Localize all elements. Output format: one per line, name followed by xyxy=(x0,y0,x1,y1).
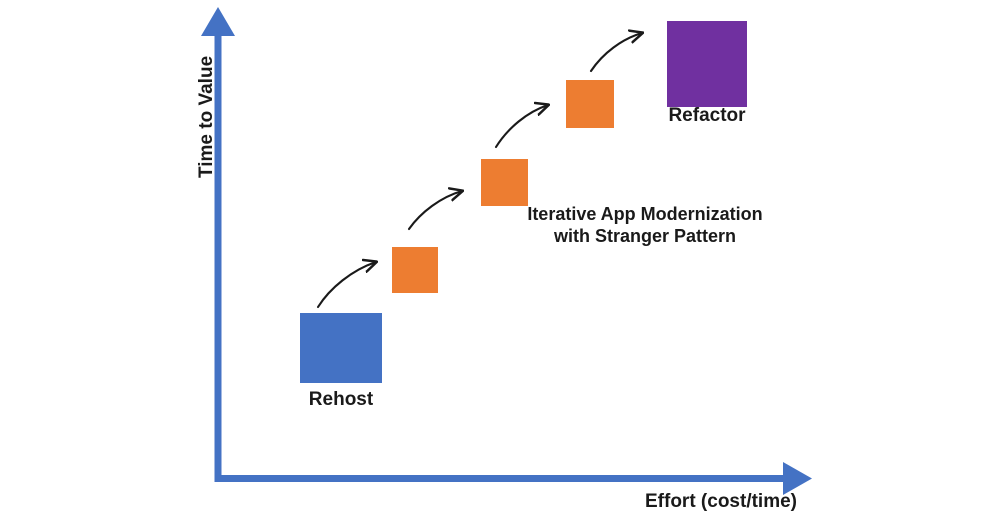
stage-box-rehost[interactable] xyxy=(300,313,382,383)
stage-box-iterative-app-modernization[interactable] xyxy=(481,159,528,206)
connector-4 xyxy=(589,33,642,73)
stage-box-step-4[interactable] xyxy=(566,80,614,128)
x-axis-label: Effort (cost/time) xyxy=(645,491,797,512)
stage-box-step-2[interactable] xyxy=(392,247,438,293)
connector-1 xyxy=(316,262,376,309)
stage-label-rehost: Rehost xyxy=(308,389,374,410)
connector-2 xyxy=(407,191,462,231)
connector-3 xyxy=(494,105,548,149)
y-axis-arrow xyxy=(201,7,235,482)
stage-label-iterative-app-modernization: Iterative App Modernization with Strange… xyxy=(527,204,763,246)
stage-box-refactor[interactable] xyxy=(667,21,747,107)
x-axis-arrow xyxy=(215,462,812,495)
y-axis-label: Time to Value xyxy=(196,55,217,178)
stage-label-refactor: Refactor xyxy=(668,105,746,126)
